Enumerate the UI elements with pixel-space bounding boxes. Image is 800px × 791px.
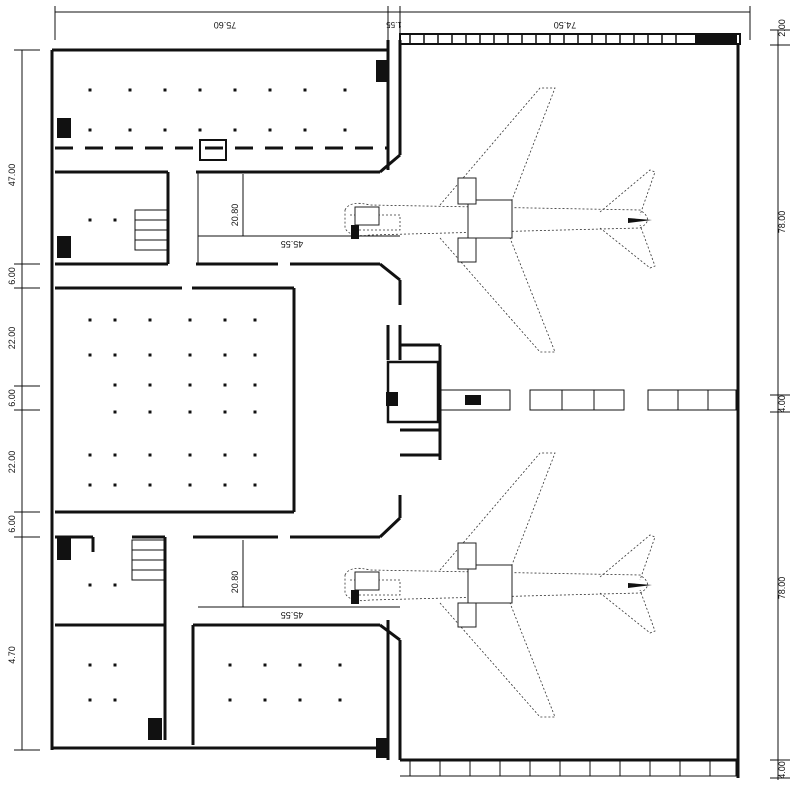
stand-upper-depth: 20.80	[230, 204, 240, 227]
dim-top-2: 1.55	[386, 20, 402, 29]
stand-upper-length: 45.55	[281, 239, 304, 249]
structural-columns	[88, 88, 347, 702]
bottom-door-panels	[409, 759, 737, 777]
dim-left-5: 22.00	[7, 451, 17, 474]
aircraft-lower	[344, 452, 656, 718]
dim-right-2: 78.00	[777, 211, 787, 234]
stand-dimensions-lower: 20.80 45.55	[198, 540, 400, 620]
top-door-panels	[409, 35, 677, 43]
dim-top-3: 74.50	[554, 20, 577, 30]
dim-left-4: 6.00	[7, 389, 17, 407]
dim-right-5: 4.00	[777, 761, 787, 779]
dim-left-6: 6.00	[7, 515, 17, 533]
lower-workshop	[55, 535, 388, 758]
dim-right-4: 78.00	[777, 577, 787, 600]
dim-left-2: 6.00	[7, 267, 17, 285]
center-door-panels	[439, 389, 737, 411]
dim-top-1: 75.60	[214, 20, 237, 30]
aircraft-upper	[344, 87, 656, 353]
stand-lower-length: 45.55	[281, 610, 304, 620]
stand-dimensions-upper: 20.80 45.55	[198, 174, 400, 249]
dim-left-7: 4.70	[7, 646, 17, 664]
dim-right-3: 4.00	[777, 395, 787, 413]
dim-right-1: 2.00	[777, 19, 787, 37]
dimension-lines	[14, 6, 790, 780]
dim-left-1: 47.00	[7, 164, 17, 187]
dim-left-3: 22.00	[7, 327, 17, 350]
middle-hall	[55, 286, 442, 539]
stand-lower-depth: 20.80	[230, 571, 240, 594]
upper-workshop	[55, 60, 402, 305]
